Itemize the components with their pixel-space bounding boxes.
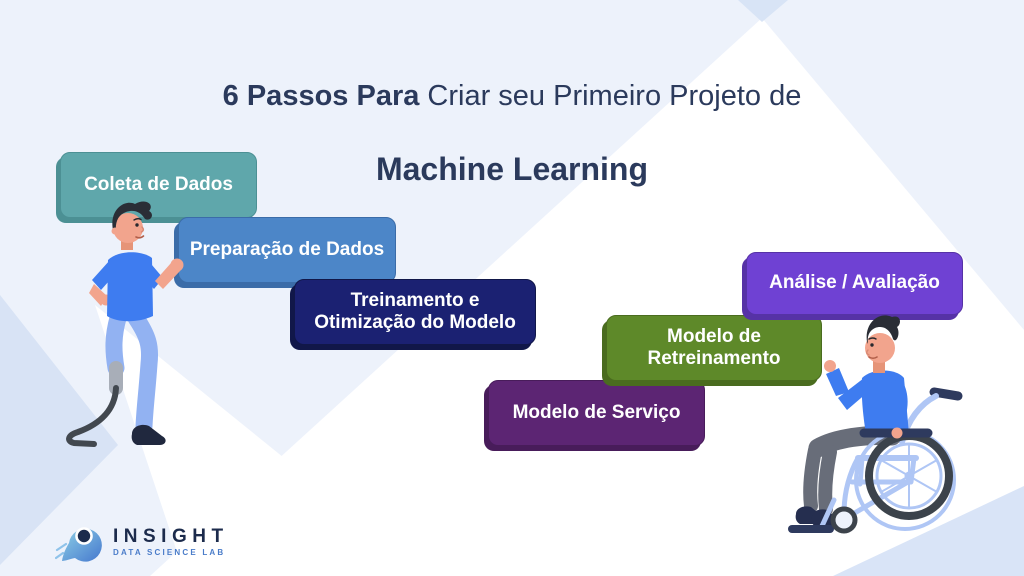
step-treinamento-otimizacao: Treinamento e Otimização do Modelo xyxy=(294,279,536,345)
step-label: Preparação de Dados xyxy=(189,238,385,260)
step-label: Coleta de Dados xyxy=(84,173,233,195)
eye xyxy=(870,343,874,347)
resting-hand xyxy=(891,427,903,439)
step-analise-avaliacao: Análise / Avaliação xyxy=(746,252,963,315)
hair xyxy=(112,201,152,232)
eye xyxy=(135,223,139,227)
raised-hand xyxy=(824,360,836,372)
nose xyxy=(140,226,145,233)
prosthetic-blade xyxy=(66,385,119,447)
insight-logo: INSIGHT DATA SCIENCE LAB xyxy=(55,516,245,568)
title-line1-bold: 6 Passos Para xyxy=(222,80,420,112)
logo-text: INSIGHT DATA SCIENCE LAB xyxy=(113,527,229,557)
step-modelo-de-servico: Modelo de Serviço xyxy=(488,380,705,446)
ear xyxy=(886,347,894,355)
step-label: Modelo de Retreinamento xyxy=(647,325,781,369)
wheel-hub xyxy=(904,471,914,481)
eyebrow xyxy=(133,217,142,221)
right-leg xyxy=(127,309,159,435)
ear xyxy=(111,227,119,235)
step-label: Análise / Avaliação xyxy=(769,272,940,294)
logo-tagline: DATA SCIENCE LAB xyxy=(113,548,226,557)
logo-name: INSIGHT xyxy=(113,526,229,547)
man-with-prosthetic-leg-illustration xyxy=(66,201,184,447)
insight-logo-icon xyxy=(55,527,102,562)
step-label: Modelo de Serviço xyxy=(512,401,681,423)
right-fist xyxy=(170,258,184,272)
title-line1-regular: Criar seu Primeiro Projeto de xyxy=(419,80,802,112)
face xyxy=(113,213,143,243)
raised-sleeve-forearm xyxy=(826,368,849,396)
caster-wheel xyxy=(830,506,858,534)
mouth xyxy=(135,235,145,239)
lens-circle xyxy=(75,527,93,545)
lower-leg-2 xyxy=(818,445,837,516)
lower-leg-1 xyxy=(803,443,822,513)
man-in-wheelchair-illustration xyxy=(788,315,963,534)
step-label: Treinamento e Otimização do Modelo xyxy=(314,289,516,333)
left-leg xyxy=(105,309,127,377)
title-line-1: 6 Passos Para Criar seu Primeiro Projeto… xyxy=(0,78,1024,114)
shoe xyxy=(131,424,166,445)
